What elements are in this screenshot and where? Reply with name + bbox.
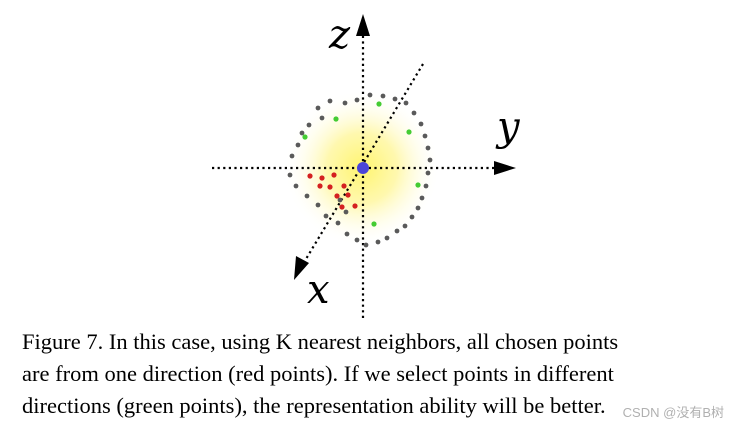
red-point <box>339 204 345 210</box>
gray-point <box>335 220 341 226</box>
gray-point <box>323 213 329 219</box>
green-point <box>371 221 377 227</box>
gray-point <box>425 145 431 151</box>
z-axis-arrowhead <box>356 14 370 36</box>
gray-point <box>427 157 433 163</box>
gray-point <box>343 209 349 215</box>
red-point <box>345 192 351 198</box>
gray-point <box>327 98 333 104</box>
red-point <box>317 183 323 189</box>
gray-point <box>287 172 293 178</box>
green-point <box>415 182 421 188</box>
x-axis-arrowhead <box>294 256 309 280</box>
gray-point <box>354 97 360 103</box>
gray-point <box>304 193 310 199</box>
green-points <box>302 101 421 227</box>
watermark: CSDN @没有B树 <box>622 405 724 420</box>
caption-line-2: are from one direction (red points). If … <box>22 361 614 386</box>
x-axis-label: x <box>307 267 330 313</box>
gray-point <box>306 122 312 128</box>
y-axis-label: y <box>495 104 521 150</box>
gray-point <box>422 133 428 139</box>
red-point <box>327 184 333 190</box>
gray-points <box>287 92 433 248</box>
gray-point <box>295 142 301 148</box>
caption-line-1: Figure 7. In this case, using K nearest … <box>22 329 619 354</box>
z-axis-label: z <box>328 12 351 58</box>
gray-point <box>419 195 425 201</box>
red-point <box>307 173 313 179</box>
red-point <box>319 175 325 181</box>
green-point <box>406 129 412 135</box>
gray-point <box>289 153 295 159</box>
gray-point <box>384 235 390 241</box>
gray-point <box>423 183 429 189</box>
gray-point <box>380 93 386 99</box>
gray-point <box>354 237 360 243</box>
gray-point <box>403 100 409 106</box>
y-axis-arrowhead <box>494 161 516 175</box>
center-point <box>357 162 369 174</box>
green-point <box>302 134 308 140</box>
gray-point <box>367 92 373 98</box>
gray-point <box>415 205 421 211</box>
gray-point <box>315 202 321 208</box>
gray-point <box>394 228 400 234</box>
red-point <box>331 172 337 178</box>
gray-point <box>402 223 408 229</box>
gray-point <box>409 214 415 220</box>
gray-point <box>293 183 299 189</box>
red-points <box>307 172 358 210</box>
gray-point <box>344 231 350 237</box>
gray-point <box>425 170 431 176</box>
red-point <box>334 193 340 199</box>
green-point <box>376 101 382 107</box>
gray-point <box>299 130 305 136</box>
gray-point <box>342 100 348 106</box>
point-cloud-diagram: z y x <box>212 12 521 318</box>
gray-point <box>411 110 417 116</box>
red-point <box>352 203 358 209</box>
gray-point <box>337 197 343 203</box>
gray-point <box>392 96 398 102</box>
gray-point <box>375 239 381 245</box>
green-point <box>333 116 339 122</box>
caption-line-3: directions (green points), the represent… <box>22 393 606 418</box>
red-point <box>341 183 347 189</box>
gray-point <box>315 105 321 111</box>
gray-point <box>319 115 325 121</box>
figure-caption: Figure 7. In this case, using K nearest … <box>22 326 722 422</box>
gray-point <box>363 242 369 248</box>
gray-point <box>418 121 424 127</box>
